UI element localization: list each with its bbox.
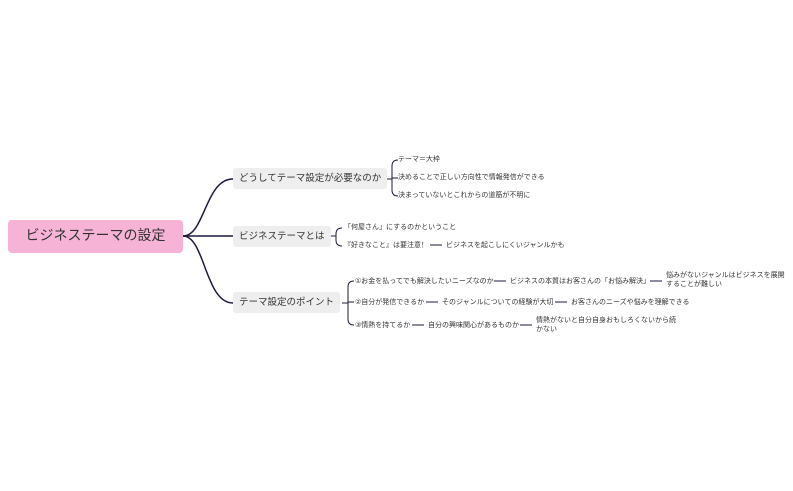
leaf-line: 情熱がないと自分自身おもしろくないから続 <box>536 316 676 324</box>
leaf-node[interactable]: 決めることで正しい方向性で情報発信ができる <box>398 173 545 181</box>
branch-why-theme[interactable]: どうしてテーマ設定が必要なのか <box>233 168 388 189</box>
leaf-node[interactable]: 悩みがないジャンルはビジネスを展開 することが難しい <box>666 271 785 289</box>
leaf-node[interactable]: ①お金を払ってでも解決したいニーズなのか <box>355 277 494 285</box>
root-node[interactable]: ビジネステーマの設定 <box>8 220 183 253</box>
branch-what-is-theme[interactable]: ビジネステーマとは <box>233 226 331 247</box>
leaf-node[interactable]: お客さんのニーズや悩みを理解できる <box>571 298 690 306</box>
leaf-node[interactable]: 『好きなこと』は要注意！ <box>344 241 428 249</box>
branch-theme-points[interactable]: テーマ設定のポイント <box>233 292 341 313</box>
leaf-line: 悩みがないジャンルはビジネスを展開 <box>666 271 785 279</box>
leaf-node[interactable]: ビジネスを起こしにくいジャンルかも <box>446 241 565 249</box>
leaf-node[interactable]: 「何屋さん」にするのかということ <box>344 223 457 231</box>
leaf-line: することが難しい <box>666 280 722 288</box>
leaf-node[interactable]: 情熱がないと自分自身おもしろくないから続 かない <box>536 316 676 334</box>
leaf-line: かない <box>536 325 557 333</box>
leaf-node[interactable]: そのジャンルについての経験が大切 <box>442 298 554 306</box>
leaf-node[interactable]: ビジネスの本質はお客さんの「お悩み解決」 <box>510 277 650 285</box>
leaf-node[interactable]: テーマ＝大枠 <box>398 155 440 163</box>
leaf-node[interactable]: 決まっていないとこれからの道筋が不明に <box>398 191 531 199</box>
leaf-node[interactable]: 自分の興味関心があるものか <box>428 321 519 329</box>
leaf-node[interactable]: ②自分が発信できるか <box>355 298 425 306</box>
leaf-node[interactable]: ③情熱を持てるか <box>355 321 411 329</box>
